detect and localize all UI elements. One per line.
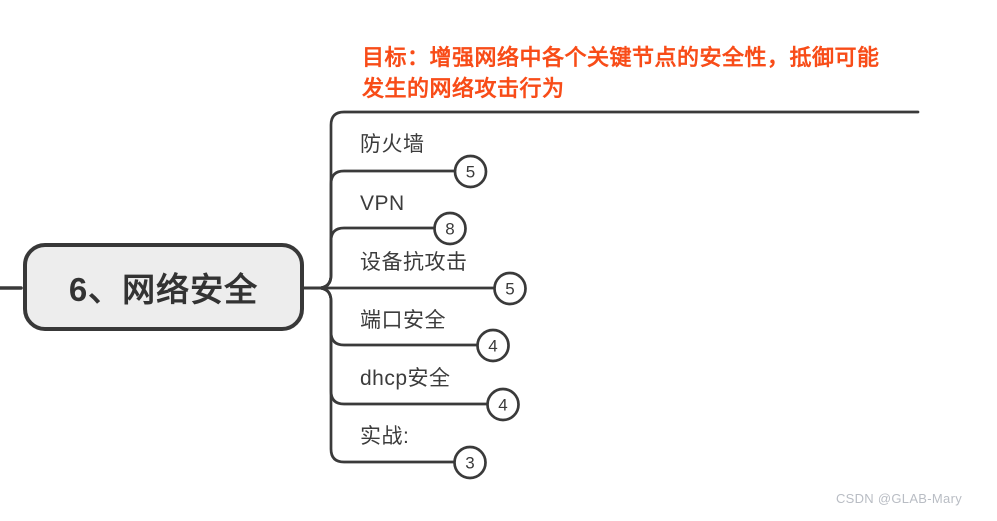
branch-label-anti-attack[interactable]: 设备抗攻击 (360, 251, 468, 274)
goal-note-line2: 发生的网络攻击行为 (362, 76, 565, 101)
count-badge-vpn[interactable] (433, 211, 467, 246)
count-badge-port-security[interactable] (476, 328, 510, 363)
branch-label-port-security[interactable]: 端口安全 (360, 309, 446, 332)
branch-label-dhcp-security[interactable]: dhcp安全 (360, 367, 451, 390)
count-badge-dhcp-security-number: 4 (498, 396, 507, 415)
branch-label-vpn[interactable]: VPN (360, 192, 405, 215)
root-node-label: 6、网络安全 (68, 271, 259, 308)
root-node[interactable]: 6、网络安全 (23, 243, 304, 331)
goal-note-line1: 目标：增强网络中各个关键节点的安全性，抵御可能 (362, 45, 880, 70)
count-badge-vpn-number: 8 (445, 220, 454, 239)
watermark: CSDN @GLAB-Mary (835, 491, 962, 506)
count-badge-dhcp-security[interactable] (486, 387, 520, 422)
count-badge-firewall-number: 5 (466, 163, 475, 182)
count-badge-anti-attack-number: 5 (505, 280, 514, 299)
count-badge-anti-attack[interactable] (493, 271, 527, 306)
count-badge-firewall[interactable] (453, 154, 488, 189)
connector-practice (300, 286, 456, 464)
branch-label-firewall[interactable]: 防火墙 (360, 133, 425, 156)
count-badge-practice-number: 3 (465, 454, 474, 473)
count-badge-port-security-number: 4 (488, 337, 497, 356)
goal-note[interactable]: 目标：增强网络中各个关键节点的安全性，抵御可能 发生的网络攻击行为 (362, 42, 942, 104)
count-badge-practice[interactable] (453, 445, 487, 480)
branch-label-practice[interactable]: 实战: (360, 425, 410, 448)
